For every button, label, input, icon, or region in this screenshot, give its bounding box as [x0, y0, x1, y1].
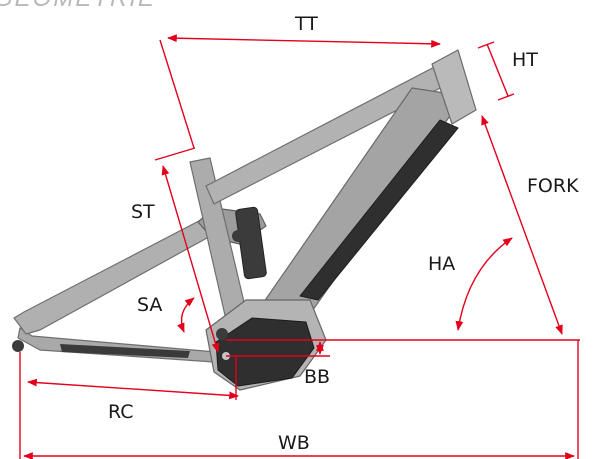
ht-top-tick: [477, 41, 495, 49]
label-tt: TT: [294, 13, 318, 35]
label-fork: FORK: [527, 175, 579, 197]
main-pivot: [216, 328, 228, 340]
label-wb: WB: [278, 432, 310, 454]
tt-left-extension: [159, 39, 195, 149]
rc-dimension-line: [27, 378, 239, 400]
dimension-lines: [19, 34, 580, 459]
motor-unit: [215, 317, 315, 387]
ht-dimension-line: [486, 43, 509, 97]
head-tube: [431, 49, 477, 125]
chainstay-guard: [60, 344, 190, 358]
rear-shock: [235, 206, 267, 280]
sa-angle-arc: [177, 297, 195, 333]
rocker-pivot: [232, 230, 244, 242]
bike-frame-illustration: [12, 49, 477, 391]
label-rc: RC: [108, 401, 134, 423]
label-st: ST: [131, 201, 155, 223]
label-ha: HA: [428, 253, 455, 275]
tt-dimension-line: [167, 34, 441, 48]
label-bb: BB: [304, 366, 330, 388]
fork-dimension-line: [481, 115, 563, 335]
battery: [299, 119, 459, 301]
st-dimension-line: [161, 165, 220, 353]
diagram-title: GEOMETRIE: [0, 0, 156, 12]
dimension-labels: TT HT FORK ST HA SA BB RC WB: [108, 13, 579, 454]
ha-angle-arc: [455, 237, 513, 331]
seatstay: [13, 209, 237, 335]
label-sa: SA: [137, 294, 162, 316]
rear-axle: [12, 340, 24, 352]
st-top-tick: [154, 147, 196, 161]
ht-bottom-tick: [497, 93, 515, 101]
label-ht: HT: [512, 49, 538, 71]
